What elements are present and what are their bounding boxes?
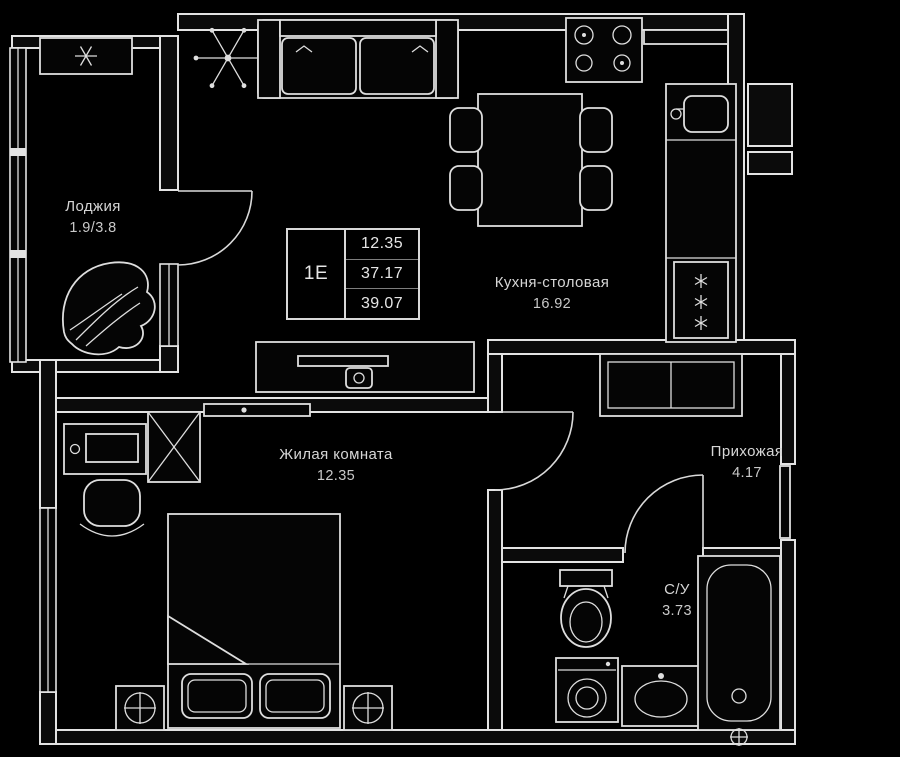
wall-pilaster: [747, 83, 793, 147]
kitchen-sink-icon: [670, 95, 729, 133]
wall-segment: [487, 339, 796, 355]
room-area: 3.73: [662, 602, 692, 619]
metric-value: 39.07: [346, 288, 418, 318]
plant-icon: [62, 261, 156, 356]
windows: [9, 47, 179, 693]
living-room-fixtures: [63, 403, 393, 731]
unit-type-label: 1Е: [288, 230, 346, 318]
stove-icon: [565, 17, 643, 83]
unit-metrics: 12.35 37.17 39.07: [346, 230, 418, 318]
wall-pilaster: [747, 151, 793, 175]
nightstand-lamp-icon: [343, 685, 393, 731]
bathtub-icon: [697, 555, 781, 731]
room-label-bathroom: С/У 3.73: [662, 579, 692, 622]
shelf-icon: [203, 403, 311, 417]
apartment-info-box: 1Е 12.35 37.17 39.07: [286, 228, 420, 320]
wall-segment: [487, 489, 503, 745]
loggia-window: [9, 47, 27, 363]
snowflake-decor-icon: [193, 27, 263, 89]
room-area: 1.9/3.8: [69, 219, 117, 236]
hallway-closet-icon: [599, 353, 743, 417]
dining-chair-icon: [579, 165, 613, 211]
living-room-window: [39, 507, 57, 693]
fridge-icon: [673, 261, 729, 339]
wardrobe-icon: [147, 411, 201, 483]
metric-value: 12.35: [360, 235, 404, 253]
room-label-living-room: Жилая комната 12.35: [279, 444, 393, 487]
room-label-loggia: Лоджия 1.9/3.8: [65, 196, 121, 239]
toilet-icon: [559, 569, 613, 648]
wall-segment: [39, 691, 57, 745]
wall-segment: [159, 345, 179, 373]
desk-icon: [63, 423, 147, 475]
room-name: Жилая комната: [279, 446, 393, 463]
desk-chair-icon: [79, 479, 145, 537]
entrance-door: [779, 465, 791, 539]
room-area: 12.35: [316, 467, 356, 484]
kitchen-fixtures: [193, 17, 737, 393]
loggia-fixtures: [39, 37, 156, 356]
room-label-hallway: Прихожая 4.17: [711, 441, 784, 484]
vanity-sink-icon: [621, 665, 701, 727]
dining-chair-icon: [579, 107, 613, 153]
room-area: 16.92: [532, 295, 572, 312]
metric-value: 37.17: [346, 258, 418, 289]
bath-faucet-icon: [730, 728, 748, 746]
sofa-icon: [257, 19, 459, 99]
wall-segment: [780, 353, 796, 465]
room-label-kitchen-dining: Кухня-столовая 16.92: [495, 272, 609, 315]
loggia-door: [177, 190, 253, 266]
dining-chair-icon: [449, 165, 483, 211]
bathroom-door: [624, 474, 704, 554]
room-name: С/У: [664, 581, 690, 598]
nightstand-lamp-icon: [115, 685, 165, 731]
loggia-door-side-window: [159, 263, 179, 347]
washing-machine-icon: [555, 657, 619, 723]
dining-chair-icon: [449, 107, 483, 153]
ac-unit-icon: [39, 37, 133, 75]
room-name: Прихожая: [710, 443, 784, 460]
tv-stand-icon: [255, 341, 475, 393]
wall-segment: [487, 353, 503, 413]
room-name: Кухня-столовая: [494, 274, 610, 291]
hallway-fixtures: [599, 353, 743, 417]
room-area: 4.17: [732, 464, 762, 481]
bathroom-fixtures: [555, 555, 781, 746]
living-room-door: [494, 411, 574, 491]
wall-segment: [39, 729, 796, 745]
wall-segment: [501, 547, 624, 563]
wall-segment: [159, 35, 179, 191]
room-name: Лоджия: [65, 198, 121, 215]
bed-icon: [167, 513, 341, 729]
doors: [177, 190, 791, 554]
dining-table-icon: [477, 93, 583, 227]
wall-segment: [780, 539, 796, 745]
wall-segment: [11, 359, 179, 373]
wall-segment: [39, 359, 57, 509]
